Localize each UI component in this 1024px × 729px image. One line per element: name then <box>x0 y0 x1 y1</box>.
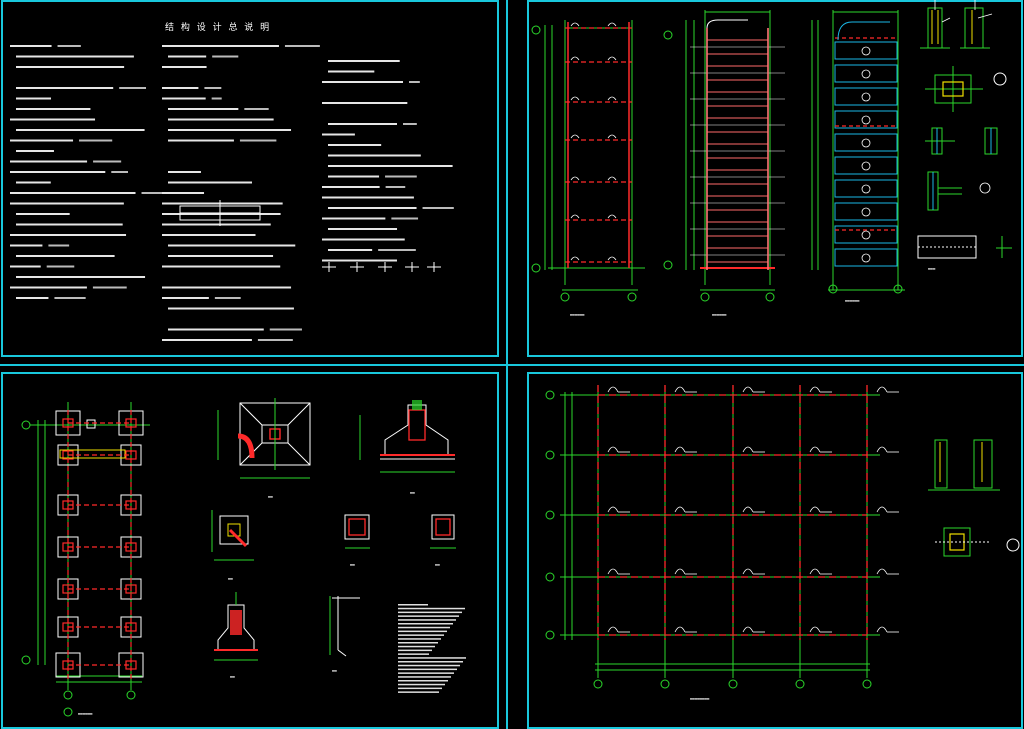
elevation-b-label: ▬▬▬▬▬▬ <box>712 312 727 317</box>
notes-symbol-row <box>322 262 441 272</box>
roof-connection-detail <box>928 439 1020 557</box>
svg-text:▬▬: ▬▬ <box>350 562 355 567</box>
sheet-roof-plan: ▬▬▬▬▬▬▬▬ <box>545 385 1020 701</box>
sheet-frame-frame-elevations <box>527 0 1023 357</box>
notes-beam-sketch <box>179 200 261 226</box>
elevation-c-label: ▬▬▬▬▬▬ <box>845 298 860 303</box>
sheet-frame-elevations: ▬▬▬▬▬▬ ▬▬▬▬▬▬ <box>531 0 1012 317</box>
sheet-general-notes: 结 构 设 计 总 说 明 <box>10 21 454 341</box>
svg-text:▬▬: ▬▬ <box>228 576 233 581</box>
sheet-frame-roof-plan <box>527 372 1023 729</box>
svg-text:▬▬▬: ▬▬▬ <box>928 266 936 271</box>
footing-plan-detail: ▬▬ <box>217 398 311 499</box>
svg-text:▬▬: ▬▬ <box>435 562 440 567</box>
footing-section: ▬▬ <box>359 400 455 495</box>
column-section-1: ▬▬ <box>344 514 370 567</box>
sheet-frame-general-notes <box>1 0 499 357</box>
svg-text:▬▬: ▬▬ <box>332 668 337 673</box>
svg-text:▬▬: ▬▬ <box>268 494 273 499</box>
page-title: 结 构 设 计 总 说 明 <box>165 21 271 33</box>
pedestal-section: ▬▬ <box>214 592 258 679</box>
anchor-bolt-detail: ▬▬ <box>329 596 360 673</box>
svg-text:▬▬: ▬▬ <box>410 490 415 495</box>
elevation-a: ▬▬▬▬▬▬ <box>531 20 645 317</box>
column-stub-detail: ▬▬ <box>211 510 254 581</box>
sheet-foundation-plan: ▬▬▬▬▬▬ ▬▬ ▬▬ ▬▬ <box>21 398 466 717</box>
svg-text:▬▬: ▬▬ <box>230 674 235 679</box>
elevation-b: ▬▬▬▬▬▬ <box>663 10 785 317</box>
notes-text-lines <box>10 45 454 341</box>
elevation-c: ▬▬▬▬▬▬ <box>811 10 905 303</box>
foundation-notes <box>398 604 466 693</box>
column-section-2: ▬▬ <box>430 514 456 567</box>
sheet-frame-foundation-plan <box>1 372 499 729</box>
svg-text:▬▬▬▬▬▬▬▬: ▬▬▬▬▬▬▬▬ <box>690 696 710 701</box>
elevation-a-label: ▬▬▬▬▬▬ <box>570 312 585 317</box>
connection-details: ▬▬▬ <box>917 0 1012 271</box>
svg-text:▬▬▬▬▬▬: ▬▬▬▬▬▬ <box>78 711 93 716</box>
